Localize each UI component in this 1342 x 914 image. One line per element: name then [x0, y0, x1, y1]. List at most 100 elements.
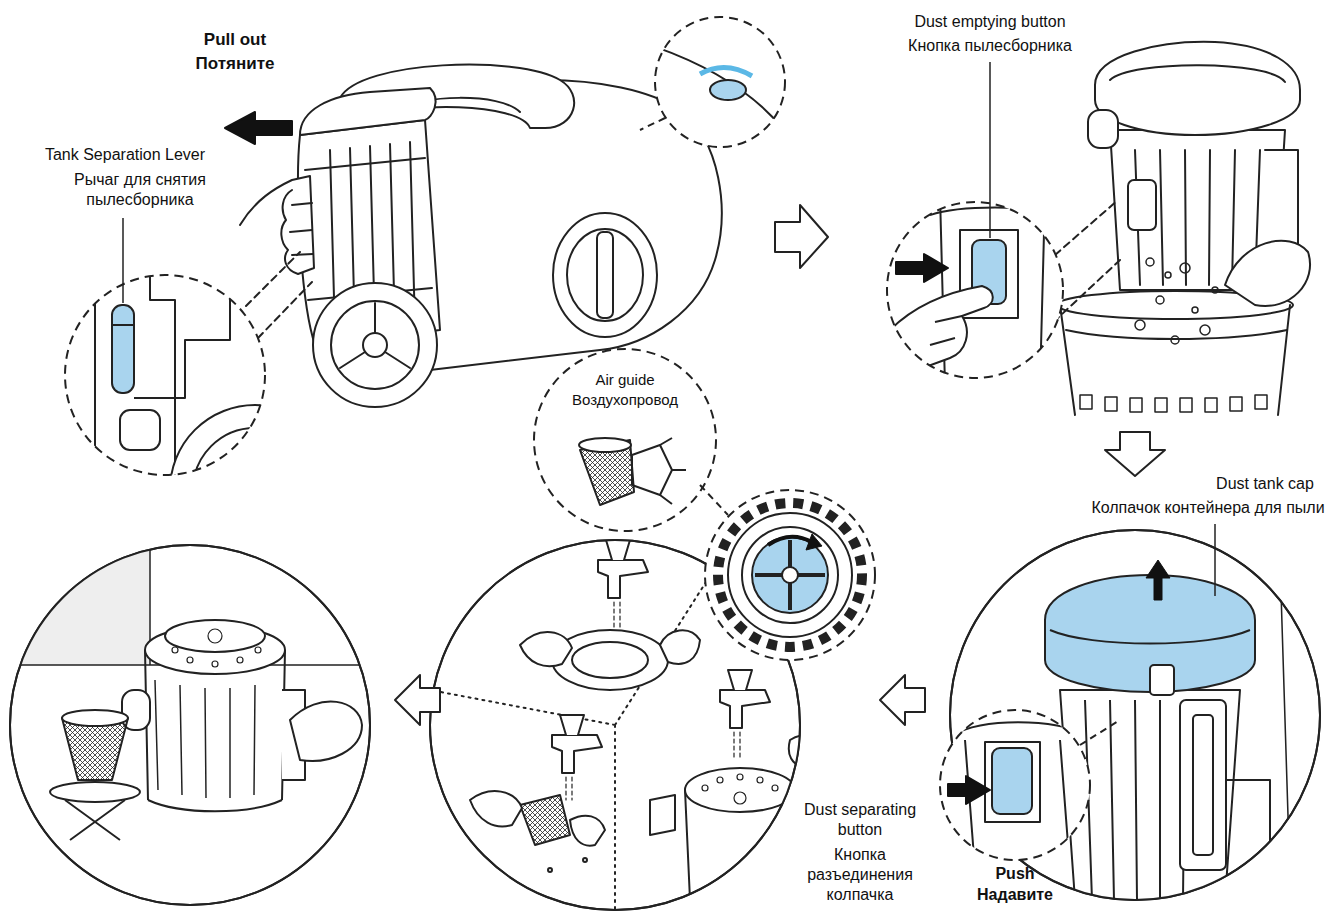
lever-zoom	[134, 290, 230, 398]
drying-panel	[65, 800, 125, 840]
vacuum-cleaner	[246, 252, 312, 338]
washing-panel	[789, 736, 818, 768]
drying-panel	[62, 710, 128, 726]
dust-tank-over-bin	[1165, 272, 1171, 278]
vacuum-cleaner	[313, 283, 437, 407]
separating-button-zoom	[940, 710, 1090, 860]
part-label: Рычаг для снятия пылесборника	[55, 170, 225, 210]
separating-button-zoom	[940, 710, 1120, 870]
drying-panel	[0, 540, 150, 665]
drying-panel	[10, 540, 380, 665]
drying-panel	[148, 800, 282, 811]
dust-tank-cap-panel	[1045, 560, 1290, 900]
drying-panel	[155, 680, 255, 798]
button-zoom	[700, 67, 752, 76]
separating-button-zoom	[965, 740, 1070, 870]
washing-panel	[702, 785, 708, 791]
button-zoom	[655, 17, 785, 147]
washing-panel	[598, 540, 648, 598]
vacuum-cleaner	[240, 176, 314, 274]
air-guide-part	[579, 438, 686, 505]
action-label: Потяните	[170, 54, 300, 74]
washing-panel	[650, 795, 675, 835]
step-arrow	[880, 675, 925, 725]
lever-zoom	[193, 428, 317, 552]
vacuum-cleaner	[305, 158, 432, 300]
drying-panel	[290, 701, 362, 760]
filter-zoom	[768, 537, 812, 545]
dust-tank-over-bin	[1095, 42, 1300, 135]
dust-tank-cap-panel	[1193, 715, 1213, 855]
lever-zoom	[112, 324, 134, 326]
lever-zoom	[65, 275, 265, 475]
vacuum-cleaner	[331, 301, 419, 389]
vacuum-cleaner	[597, 232, 613, 318]
drying-panel	[0, 540, 380, 905]
washing-panel	[702, 774, 778, 804]
filter-zoom	[728, 513, 852, 637]
washing-panel	[548, 868, 552, 872]
filter-zoom	[782, 567, 798, 583]
washing-panel	[552, 735, 602, 773]
part-label: Колпачок контейнера для пыли	[1077, 498, 1339, 518]
washing-panel	[430, 560, 720, 910]
washing-panel	[757, 777, 763, 783]
button-zoom	[655, 17, 785, 147]
emptying-button-zoom	[887, 62, 1063, 385]
dust-tank-cap-panel	[1150, 665, 1174, 695]
washing-panel	[717, 777, 723, 783]
dust-tank-over-bin	[1225, 241, 1310, 306]
dust-tank-over-bin	[1171, 336, 1179, 344]
action-label: Надавите	[965, 885, 1065, 905]
air-guide-part	[660, 438, 686, 504]
button-zoom	[650, 45, 795, 145]
emptying-button-zoom	[896, 254, 948, 282]
filter-zoom	[806, 534, 822, 550]
emptying-button-zoom	[989, 62, 991, 238]
dust-tank-over-bin	[1128, 180, 1156, 230]
vacuum-cleaner	[225, 65, 722, 407]
emptying-button-zoom	[890, 195, 1060, 385]
vacuum-cleaner	[553, 213, 657, 337]
drying-panel	[0, 540, 380, 840]
drying-panel	[208, 629, 222, 643]
filter-zoom	[700, 485, 728, 515]
drying-panel	[165, 620, 265, 652]
separating-button-zoom	[948, 776, 990, 804]
part-label: Dust tank cap	[1200, 474, 1330, 494]
dust-tank-over-bin	[1135, 258, 1218, 344]
lever-zoom	[120, 410, 160, 450]
dust-tank-cap-panel	[1214, 524, 1216, 596]
drying-panel	[172, 647, 178, 653]
lever-zoom	[65, 218, 340, 575]
part-label: Воздухопровод	[533, 390, 717, 410]
washing-panel	[552, 715, 602, 773]
washing-panel	[614, 602, 620, 630]
drying-panel	[255, 647, 261, 653]
button-zoom	[710, 80, 746, 100]
washing-panel	[606, 540, 630, 560]
action-label: Pull out	[170, 30, 300, 50]
part-label: Air guide	[533, 370, 717, 390]
filter-zoom	[718, 503, 862, 647]
node-text-group: Air guideВоздухопровод	[533, 348, 717, 410]
button-zoom	[650, 45, 795, 145]
washing-panel	[566, 777, 572, 800]
vacuum-cleaner	[290, 203, 313, 255]
dust-tank-over-bin	[1200, 325, 1210, 335]
dust-tank-over-bin	[1212, 287, 1218, 293]
drying-panel	[172, 629, 261, 667]
dust-tank-cap-panel	[1146, 560, 1170, 600]
dust-tank-over-bin	[1146, 258, 1154, 266]
vacuum-cleaner	[225, 112, 292, 144]
dust-tank-over-bin	[1180, 263, 1190, 273]
washing-panel	[520, 632, 572, 666]
button-zoom	[640, 17, 795, 147]
washing-panel	[720, 690, 770, 728]
part-label: Dust emptying button	[865, 12, 1115, 32]
dust-tank-over-bin	[1066, 330, 1287, 339]
part-label: Кнопка пылесборника	[865, 36, 1115, 56]
vacuum-cleaner	[340, 303, 410, 368]
